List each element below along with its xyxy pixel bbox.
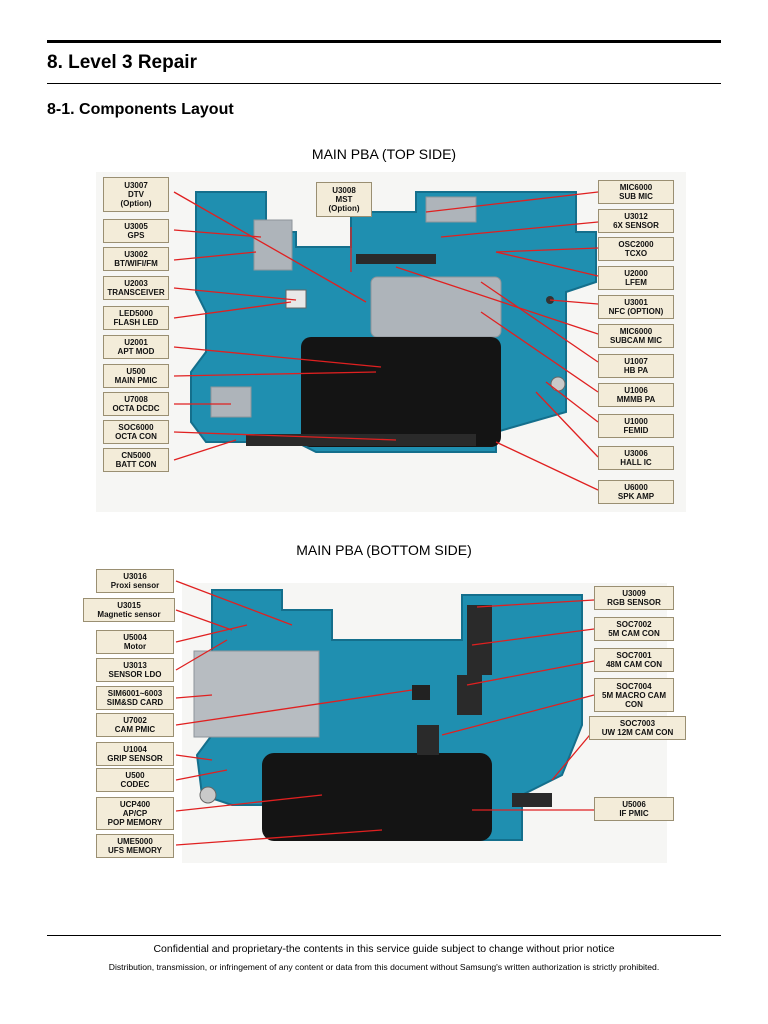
label-soc6000: SOC6000 OCTA CON — [103, 420, 169, 444]
label-u2001: U2001 APT MOD — [103, 335, 169, 359]
label-u6000: U6000 SPK AMP — [598, 480, 674, 504]
label-ucp400: UCP400 AP/CP POP MEMORY — [96, 797, 174, 830]
label-soc7003: SOC7003 UW 12M CAM CON — [589, 716, 686, 740]
label-u3015: U3015 Magnetic sensor — [83, 598, 175, 622]
label-u1006: U1006 MMMB PA — [598, 383, 674, 407]
top-figure-title: MAIN PBA (TOP SIDE) — [311, 146, 457, 162]
label-u7002: U7002 CAM PMIC — [96, 713, 174, 737]
label-u3008: U3008 MST (Option) — [316, 182, 372, 217]
label-u1004: U1004 GRIP SENSOR — [96, 742, 174, 766]
label-u2003: U2003 TRANSCEIVER — [103, 276, 169, 300]
label-mic6000-subcam: MIC6000 SUBCAM MIC — [598, 324, 674, 348]
label-u5006: U5006 IF PMIC — [594, 797, 674, 821]
label-mic6000-sub: MIC6000 SUB MIC — [598, 180, 674, 204]
label-soc7001: SOC7001 48M CAM CON — [594, 648, 674, 672]
label-u500-pmic: U500 MAIN PMIC — [103, 364, 169, 388]
label-led5000: LED5000 FLASH LED — [103, 306, 169, 330]
label-u3009: U3009 RGB SENSOR — [594, 586, 674, 610]
label-sim6001: SIM6001~6003 SIM&SD CARD — [96, 686, 174, 710]
footer-legal: Distribution, transmission, or infringem… — [108, 962, 660, 972]
bottom-board-image — [175, 580, 667, 863]
page-title: 8. Level 3 Repair — [47, 52, 197, 73]
label-u3006: U3006 HALL IC — [598, 446, 674, 470]
label-u3016: U3016 Proxi sensor — [96, 569, 174, 593]
footer-notice: Confidential and proprietary-the content… — [153, 943, 615, 955]
label-osc2000: OSC2000 TCXO — [598, 237, 674, 261]
top-board-image — [96, 172, 686, 512]
label-soc7004: SOC7004 5M MACRO CAM CON — [594, 678, 674, 712]
label-u3013: U3013 SENSOR LDO — [96, 658, 174, 682]
section-title: 8-1. Components Layout — [47, 101, 234, 118]
label-cn5000: CN5000 BATT CON — [103, 448, 169, 472]
label-u3002: U3002 BT/WIFI/FM — [103, 247, 169, 271]
header-bottom-rule — [47, 83, 721, 84]
label-ume5000: UME5000 UFS MEMORY — [96, 834, 174, 858]
label-u3001: U3001 NFC (OPTION) — [598, 295, 674, 319]
label-soc7002: SOC7002 5M CAM CON — [594, 617, 674, 641]
header-top-rule — [47, 40, 721, 43]
label-u1007: U1007 HB PA — [598, 354, 674, 378]
label-u5004: U5004 Motor — [96, 630, 174, 654]
label-u3012: U3012 6X SENSOR — [598, 209, 674, 233]
label-u7008: U7008 OCTA DCDC — [103, 392, 169, 416]
label-u1000: U1000 FEMID — [598, 414, 674, 438]
footer-rule — [47, 935, 721, 936]
label-u500-codec: U500 CODEC — [96, 768, 174, 792]
bottom-figure-title: MAIN PBA (BOTTOM SIDE) — [296, 542, 472, 558]
label-u2000: U2000 LFEM — [598, 266, 674, 290]
label-u3007: U3007 DTV (Option) — [103, 177, 169, 212]
label-u3005: U3005 GPS — [103, 219, 169, 243]
